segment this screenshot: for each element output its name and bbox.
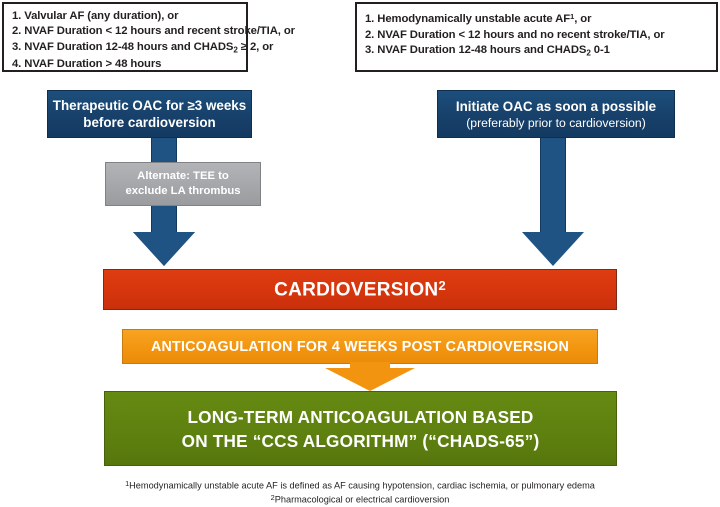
criteria-left-line-2: 2. NVAF Duration < 12 hours and recent s… — [12, 25, 295, 38]
footnote-2: 2Pharmacological or electrical cardiover… — [270, 492, 450, 505]
footnote-1: 1Hemodynamically unstable acute AF is de… — [125, 479, 595, 491]
criteria-right-line-2: 2. NVAF Duration < 12 hours and no recen… — [365, 28, 665, 41]
pathway-right-line-1: Initiate OAC as soon a possible — [455, 98, 657, 114]
footnotes: 1Hemodynamically unstable acute AF is de… — [0, 478, 720, 506]
cardioversion-footnote-marker: 2 — [438, 277, 446, 293]
pathway-right-line-2: (preferably prior to cardioversion) — [466, 115, 646, 130]
criteria-box-right: 1. Hemodynamically unstable acute AF1, o… — [355, 2, 718, 72]
arrow-head — [133, 232, 195, 266]
arrow-shaft — [350, 362, 390, 370]
criteria-left-line-1: 1. Valvular AF (any duration), or — [12, 10, 179, 22]
anticoagulation-band: ANTICOAGULATION FOR 4 WEEKS POST CARDIOV… — [122, 329, 598, 364]
cardioversion-label: CARDIOVERSION2 — [274, 277, 446, 301]
longterm-line-1: LONG-TERM ANTICOAGULATION BASED — [187, 406, 534, 427]
longterm-anticoagulation-box: LONG-TERM ANTICOAGULATION BASED ON THE “… — [104, 391, 617, 466]
criteria-box-left: 1. Valvular AF (any duration), or 2. NVA… — [2, 2, 295, 72]
criteria-left-line-4: 4. NVAF Duration > 48 hours — [12, 58, 162, 71]
cardioversion-bar: CARDIOVERSION2 — [103, 269, 617, 310]
longterm-line-2: ON THE “CCS ALGORITHM” (“CHADS-65”) — [181, 430, 540, 451]
arrow-shaft — [540, 136, 566, 234]
pathway-left-line-1: Therapeutic OAC for ≥3 weeks — [52, 98, 247, 113]
criteria-right-line-1: 1. Hemodynamically unstable acute AF1, o… — [365, 12, 592, 26]
arrow-head — [325, 368, 415, 391]
anticoagulation-label: ANTICOAGULATION FOR 4 WEEKS POST CARDIOV… — [150, 338, 569, 355]
pathway-box-initiate-oac: Initiate OAC as soon a possible (prefera… — [437, 90, 675, 138]
arrow-head — [522, 232, 584, 266]
arrow-down-right — [522, 136, 584, 266]
alternate-line-2: exclude LA thrombus — [125, 185, 241, 197]
criteria-right-line-3: 3. NVAF Duration 12-48 hours and CHADS2 … — [365, 44, 610, 58]
alternate-line-1: Alternate: TEE to — [137, 170, 229, 182]
pathway-left-line-2: before cardioversion — [83, 115, 216, 130]
arrow-down-orange — [325, 362, 415, 392]
pathway-box-therapeutic-oac: Therapeutic OAC for ≥3 weeks before card… — [47, 90, 252, 138]
criteria-left-line-3: 3. NVAF Duration 12-48 hours and CHADS2 … — [12, 40, 274, 55]
alternate-tee-box: Alternate: TEE to exclude LA thrombus — [105, 162, 261, 206]
